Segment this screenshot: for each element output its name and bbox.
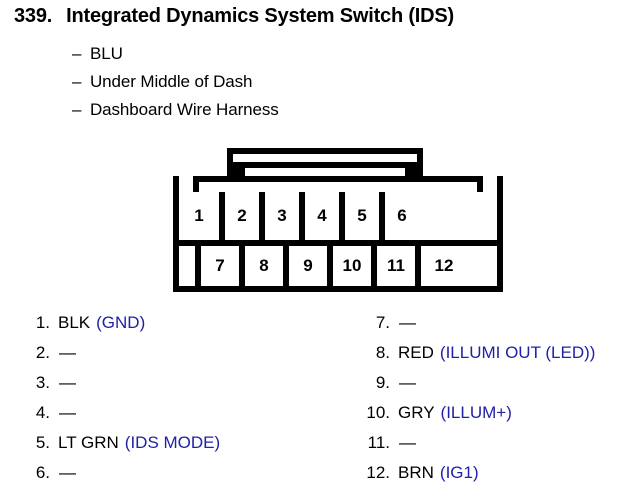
detail-line-location: –Under Middle of Dash: [72, 72, 253, 92]
locking-tab-bar: [227, 162, 423, 168]
pin-cell-10: 10: [327, 246, 377, 286]
pin-wire-color: RED: [398, 343, 434, 362]
pin-unused-marker: —: [59, 343, 76, 362]
detail-line-wire-color: –BLU: [72, 44, 123, 64]
pin-legend-item: 9. —: [358, 368, 595, 398]
pin-legend-number: 2.: [35, 343, 50, 362]
connector-notch-right: [477, 176, 497, 186]
pin-legend-number: 11.: [367, 433, 390, 452]
pin-legend-item: 3. —: [18, 368, 220, 398]
pin-legend-item: 10. GRY (ILLUM+): [358, 398, 595, 428]
connector-diagram: 1 2 3 4 5 6 7 8 9 10 11 12: [173, 148, 503, 292]
bullet-dash-icon: –: [72, 100, 82, 119]
pin-legend-item: 8. RED (ILLUMI OUT (LED)): [358, 338, 596, 368]
pin-function-label: (IDS MODE): [124, 433, 221, 452]
pin-row-top: 1 2 3 4 5 6: [179, 192, 497, 240]
pin-row-bottom: 7 8 9 10 11 12: [179, 246, 497, 286]
pin-unused-marker: —: [399, 373, 416, 392]
pin-legend-number: 6.: [35, 463, 50, 482]
pin-cell-8: 8: [239, 246, 289, 286]
pin-cell-7: 7: [195, 246, 245, 286]
bullet-dash-icon: –: [72, 44, 82, 63]
pin-unused-marker: —: [59, 373, 76, 392]
detail-line-harness: –Dashboard Wire Harness: [72, 100, 279, 120]
pin-legend-number: 5.: [35, 433, 50, 452]
pin-wire-color: BRN: [398, 463, 434, 482]
pin-legend-number: 4.: [35, 403, 50, 422]
pin-legend-item: 6. —: [18, 458, 220, 488]
pin-wire-color: GRY: [398, 403, 435, 422]
pin-legend-number: 1.: [35, 313, 50, 332]
page-title: 339. Integrated Dynamics System Switch (I…: [14, 5, 454, 28]
pin-function-label: (ILLUMI OUT (LED)): [439, 343, 596, 362]
pin-legend-item: 12. BRN (IG1): [358, 458, 595, 488]
entry-number: 339.: [14, 5, 53, 27]
pin-legend-column-right: 7. — 8. RED (ILLUMI OUT (LED)) 9. — 10. GRY (ILLU…: [358, 308, 595, 488]
pin-legend-number: 12.: [366, 463, 390, 482]
pin-legend-item: 7. —: [358, 308, 595, 338]
pin-function-label: (GND): [96, 313, 146, 332]
detail-text: BLU: [90, 44, 123, 63]
detail-text: Under Middle of Dash: [90, 72, 253, 91]
pin-function-label: (ILLUM+): [440, 403, 512, 422]
pin-legend-item: 5. LT GRN (IDS MODE): [18, 428, 220, 458]
connector-notch-left-edge: [193, 176, 199, 192]
pin-cell-9: 9: [283, 246, 333, 286]
pin-legend-number: 3.: [35, 373, 50, 392]
pin-legend-number: 9.: [375, 373, 390, 392]
connector-shell: [173, 176, 503, 292]
pin-unused-marker: —: [399, 313, 416, 332]
pin-unused-marker: —: [59, 403, 76, 422]
pin-wire-color: BLK: [58, 313, 91, 332]
pin-function-label: (IG1): [439, 463, 479, 482]
pin-legend-column-left: 1. BLK (GND) 2. — 3. — 4. — 5. LT GRN (IDS MODE) 6. —: [18, 308, 220, 488]
pin-cell-11: 11: [371, 246, 421, 286]
detail-text: Dashboard Wire Harness: [90, 100, 279, 119]
bullet-dash-icon: –: [72, 72, 82, 91]
pin-legend-item: 4. —: [18, 398, 220, 428]
pin-legend-number: 10.: [366, 403, 390, 422]
pin-wire-color: LT GRN: [58, 433, 119, 452]
pin-cell-blank-top-right: [419, 192, 461, 240]
pin-unused-marker: —: [59, 463, 76, 482]
connector-notch-left: [179, 176, 199, 186]
pin-unused-marker: —: [399, 433, 416, 452]
pin-legend-number: 8.: [375, 343, 390, 362]
connector-row-divider: [179, 240, 497, 246]
pin-cell-12: 12: [415, 246, 467, 286]
pin-cell-2: 2: [219, 192, 265, 240]
pin-legend-item: 2. —: [18, 338, 220, 368]
pin-legend-item: 11. —: [358, 428, 595, 458]
pin-legend-item: 1. BLK (GND): [18, 308, 220, 338]
entry-title: Integrated Dynamics System Switch (IDS): [66, 5, 455, 27]
pin-legend-number: 7.: [375, 313, 390, 332]
connector-notch-right-edge: [477, 176, 483, 192]
